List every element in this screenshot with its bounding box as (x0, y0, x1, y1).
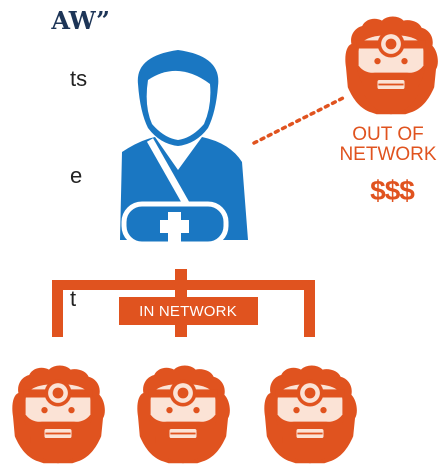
in-network-label: IN NETWORK (139, 303, 237, 320)
article-heading-fragment: AW” (51, 6, 110, 35)
body-text-fragment-2: e (70, 163, 83, 188)
cost-indicator: $$$ (370, 175, 415, 206)
out-of-network-connector (252, 96, 345, 145)
in-network-label-box (119, 297, 258, 325)
injured-patient-icon (120, 50, 248, 247)
out-of-network-doctor-icon (345, 16, 438, 115)
out-of-network-label: OUT OF NETWORK (339, 124, 437, 165)
in-network-doctor-icon (264, 365, 357, 464)
in-network-doctor-icon (137, 365, 230, 464)
body-text-fragment-3: t (70, 286, 77, 311)
body-text-fragment-1: ts (70, 66, 88, 91)
in-network-doctor-icon (12, 365, 105, 464)
